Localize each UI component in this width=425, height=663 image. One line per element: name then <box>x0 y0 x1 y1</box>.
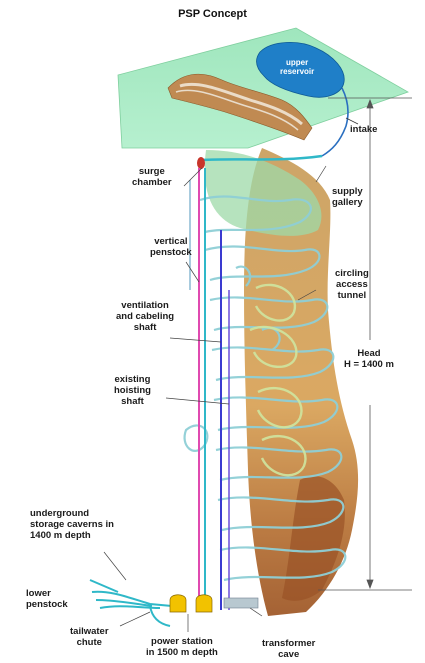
existing-hoisting-shaft-label: existing hoisting shaft <box>114 374 151 407</box>
surge-chamber <box>197 157 205 169</box>
power-station-label: power station in 1500 m depth <box>146 636 218 658</box>
circling-access-tunnel-label: circling access tunnel <box>335 268 369 301</box>
surge-chamber-label: surge chamber <box>132 166 172 188</box>
vertical-penstock-label: vertical penstock <box>150 236 192 258</box>
transformer-cave <box>224 598 258 608</box>
lower-penstock-lines <box>90 580 172 626</box>
upper-reservoir-label: upper reservoir <box>280 58 314 76</box>
ventilation-shaft-label: ventilation and cabeling shaft <box>116 300 174 333</box>
lower-penstock-label: lower penstock <box>26 588 68 610</box>
storage-caverns-label: underground storage caverns in 1400 m de… <box>30 508 114 541</box>
intake-label: intake <box>350 124 377 135</box>
power-station <box>170 595 212 612</box>
transformer-cave-label: transformer cave <box>262 638 315 660</box>
supply-gallery-label: supply gallery <box>332 186 363 208</box>
tailwater-chute-label: tailwater chute <box>70 626 109 648</box>
head-label: Head H = 1400 m <box>344 348 394 370</box>
